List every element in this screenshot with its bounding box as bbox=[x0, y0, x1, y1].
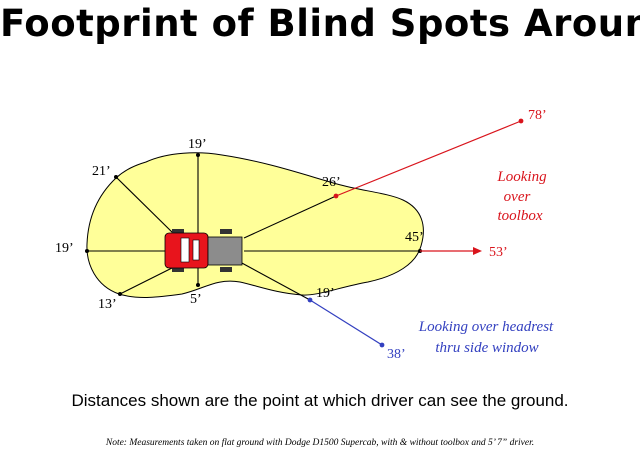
label-left: 19’ bbox=[55, 241, 74, 256]
headrest-annotation: Looking over headrest thru side window bbox=[418, 319, 554, 356]
sight-line-rear-right bbox=[239, 261, 311, 301]
blind-spot-footprint bbox=[86, 152, 424, 298]
headrest-dot-near bbox=[307, 297, 313, 303]
sight-line-rear-left bbox=[119, 265, 177, 295]
headrest-sight-line bbox=[307, 297, 385, 348]
label-rear-left: 13’ bbox=[98, 297, 117, 312]
wheel-front-right bbox=[172, 267, 184, 272]
dot-left bbox=[85, 249, 89, 253]
sight-line-right bbox=[243, 195, 337, 239]
label-headrest-far: 38’ bbox=[387, 347, 406, 362]
toolbox-arrowhead bbox=[473, 247, 482, 255]
dot-rear bbox=[196, 283, 200, 287]
sight-lines bbox=[87, 155, 420, 301]
toolbox-sight-lines bbox=[333, 118, 524, 255]
label-toolbox-far: 78’ bbox=[528, 108, 547, 123]
toolbox-note-line-2: over bbox=[504, 189, 531, 205]
footnote: Note: Measurements taken on flat ground … bbox=[105, 438, 535, 448]
label-rear: 5’ bbox=[190, 292, 202, 307]
label-toolbox-ground: 53’ bbox=[489, 245, 508, 260]
dot-front-left bbox=[114, 175, 118, 179]
toolbox-note-line-3: toolbox bbox=[498, 208, 543, 224]
toolbox-dot-near bbox=[333, 193, 339, 199]
truck-bed bbox=[207, 236, 243, 266]
dot-front bbox=[196, 153, 200, 157]
label-right-far: 45’ bbox=[405, 230, 424, 245]
truck-rear-window bbox=[192, 239, 200, 261]
headrest-dot-far bbox=[379, 342, 385, 348]
label-right-mid: 26’ bbox=[322, 175, 341, 190]
toolbox-annotation: Looking over toolbox bbox=[496, 169, 547, 224]
caption: Distances shown are the point at which d… bbox=[71, 391, 569, 410]
truck-windshield bbox=[180, 237, 190, 263]
wheel-rear-right bbox=[220, 267, 232, 272]
toolbox-note-line-1: Looking bbox=[496, 169, 547, 185]
page-title: Footprint of Blind Spots Around bbox=[0, 2, 640, 45]
truck-top-view bbox=[164, 229, 243, 272]
toolbox-dot-far bbox=[518, 118, 524, 124]
headrest-note-line-1: Looking over headrest bbox=[418, 319, 554, 335]
sight-line-front-left bbox=[115, 176, 177, 237]
wheel-front-left bbox=[172, 229, 184, 234]
label-rear-right: 19’ bbox=[316, 286, 335, 301]
endpoint-dots bbox=[85, 153, 422, 296]
toolbox-line-upper bbox=[335, 120, 522, 197]
headrest-line bbox=[309, 299, 383, 346]
label-front: 19’ bbox=[188, 137, 207, 152]
label-front-left: 21’ bbox=[92, 164, 111, 179]
dot-rear-left bbox=[118, 292, 122, 296]
wheel-rear-left bbox=[220, 229, 232, 234]
headrest-note-line-2: thru side window bbox=[435, 340, 538, 356]
